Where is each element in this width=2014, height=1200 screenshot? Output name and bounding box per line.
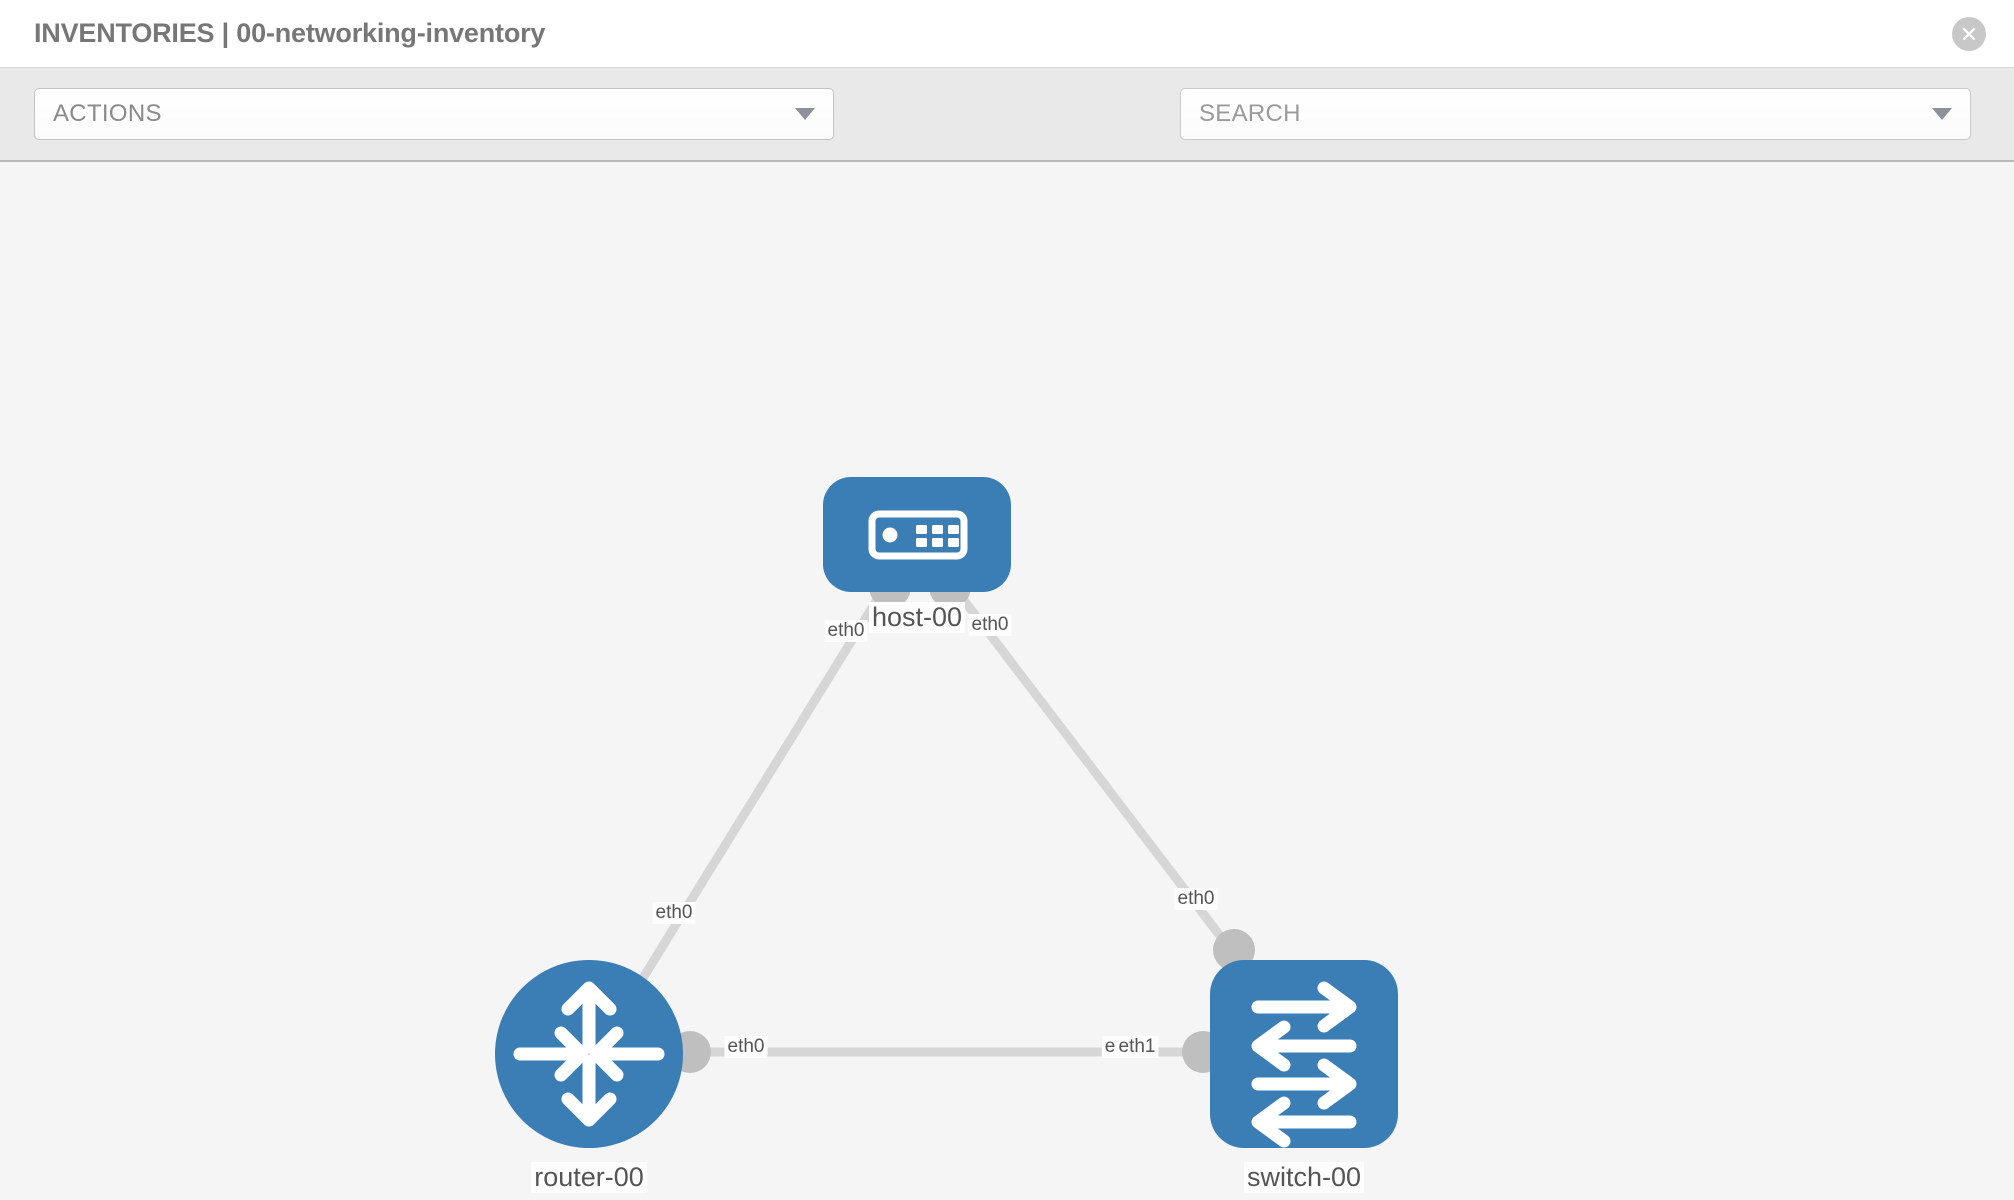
node-label-router-00: router-00 (531, 1162, 647, 1193)
chevron-down-icon[interactable] (1932, 108, 1952, 120)
node-host-00[interactable] (823, 477, 1011, 592)
node-label-switch-00: switch-00 (1243, 1162, 1365, 1193)
link-group (620, 577, 1245, 1057)
page-title: INVENTORIES | 00-networking-inventory (34, 18, 546, 48)
close-icon (1959, 24, 1979, 44)
close-button[interactable] (1952, 16, 1986, 51)
chevron-down-icon (795, 108, 815, 120)
topology-canvas[interactable]: eth0 eth0 eth0 eth0 eth0 eth eth1 host-0… (0, 162, 2014, 1200)
page-header: INVENTORIES | 00-networking-inventory (0, 0, 2014, 68)
search-placeholder: SEARCH (1199, 100, 1301, 127)
actions-dropdown[interactable]: ACTIONS (34, 88, 834, 140)
toolbar: ACTIONS SEARCH (0, 68, 2014, 162)
topology-graph (495, 477, 1398, 1148)
interface-label: eth0 (824, 620, 868, 642)
node-label-host-00: host-00 (868, 602, 966, 633)
connector-group (669, 566, 1255, 1073)
interface-label: eth0 (1174, 888, 1218, 910)
interface-label: eth0 (724, 1036, 768, 1058)
search-field[interactable]: SEARCH (1180, 88, 1971, 140)
interface-label: eth1 (1115, 1036, 1159, 1058)
node-router-00[interactable] (495, 960, 683, 1148)
node-switch-00[interactable] (1210, 960, 1398, 1148)
interface-label: eth0 (652, 902, 696, 924)
interface-label: eth0 (968, 614, 1012, 636)
actions-dropdown-label: ACTIONS (53, 100, 162, 127)
link-host00-router00 (620, 577, 893, 1012)
